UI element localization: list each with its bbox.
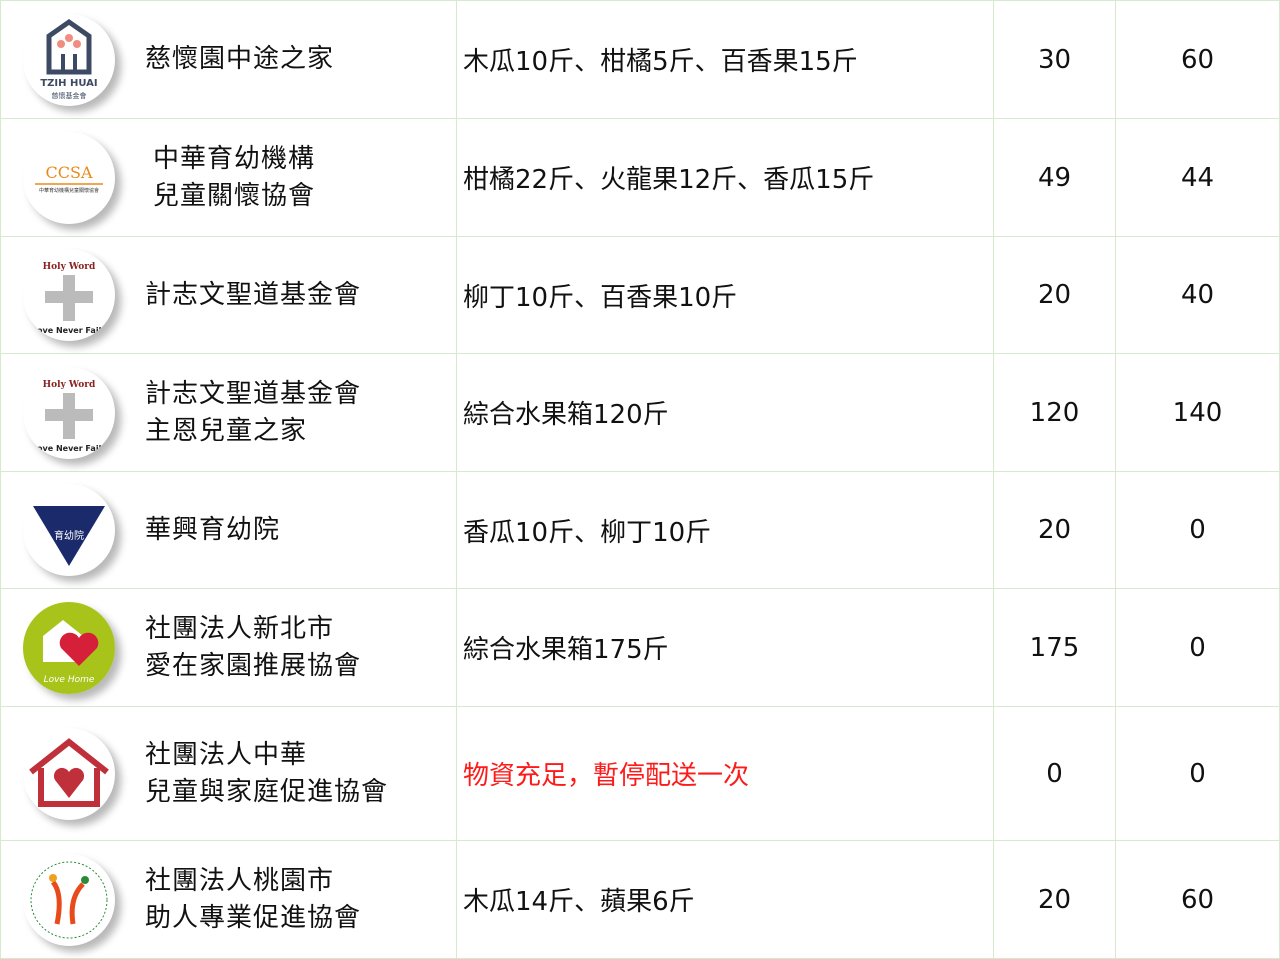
items-cell: 柳丁10斤、百香果10斤 — [456, 236, 994, 354]
quantity-cell-1: 30 — [993, 0, 1116, 119]
organization-cell: 育幼院 華興育幼院 — [0, 471, 457, 589]
quantity-cell-1: 20 — [993, 840, 1116, 959]
table-row: 社團法人桃園市助人專業促進協會 木瓜14斤、蘋果6斤 20 60 — [0, 840, 1280, 959]
hua-hsing-logo: 育幼院 — [23, 484, 115, 576]
table-row: 社團法人中華兒童與家庭促進協會 物資充足，暫停配送一次 0 0 — [0, 706, 1280, 841]
ccsa-logo: CCSA 中華育幼機構兒童關懷協會 — [23, 131, 115, 224]
svg-text:慈懷基金會: 慈懷基金會 — [52, 91, 87, 100]
quantity-cell-2: 60 — [1115, 0, 1280, 119]
organization-name: 社團法人中華兒童與家庭促進協會 — [145, 737, 388, 811]
quantity-cell-2: 0 — [1115, 706, 1280, 841]
house-heart-logo — [23, 727, 115, 820]
org-name-line: 計志文聖道基金會 — [145, 279, 362, 310]
items-cell: 物資充足，暫停配送一次 — [456, 706, 994, 841]
organization-name: 慈懷園中途之家 — [145, 41, 334, 78]
quantity-cell-2: 44 — [1115, 118, 1280, 237]
organization-cell: 社團法人中華兒童與家庭促進協會 — [0, 706, 457, 841]
organization-cell: 社團法人桃園市助人專業促進協會 — [0, 840, 457, 959]
quantity-cell-1: 20 — [993, 236, 1116, 354]
org-name-line: 兒童關懷協會 — [153, 180, 316, 211]
svg-text:Love Home: Love Home — [44, 675, 95, 685]
love-home-logo: Love Home — [23, 601, 115, 694]
organization-name: 社團法人桃園市助人專業促進協會 — [145, 863, 361, 937]
organization-name: 計志文聖道基金會主恩兒童之家 — [145, 376, 361, 450]
org-name-line: 社團法人中華 — [145, 739, 308, 770]
svg-text:育幼院: 育幼院 — [54, 529, 84, 542]
org-name-line: 華興育幼院 — [145, 514, 281, 545]
items-cell: 綜合水果箱120斤 — [456, 353, 994, 472]
helping-professions-logo — [23, 853, 115, 946]
organization-name: 華興育幼院 — [145, 512, 280, 549]
org-name-line: 愛在家園推展協會 — [145, 650, 362, 681]
items-cell: 木瓜10斤、柑橘5斤、百香果15斤 — [456, 0, 994, 119]
org-name-line: 社團法人桃園市 — [145, 865, 335, 896]
svg-text:CCSA: CCSA — [46, 163, 93, 182]
quantity-cell-2: 0 — [1115, 588, 1280, 707]
svg-text:TZIH HUAI: TZIH HUAI — [40, 78, 97, 89]
org-name-line: 主恩兒童之家 — [145, 415, 308, 446]
org-name-line: 中華育幼機構 — [153, 143, 316, 174]
quantity-cell-2: 0 — [1115, 471, 1280, 589]
items-cell: 香瓜10斤、柳丁10斤 — [456, 471, 994, 589]
svg-text:Holy Word: Holy Word — [43, 262, 96, 272]
organization-cell: TZIH HUAI 慈懷基金會 慈懷園中途之家 — [0, 0, 457, 119]
items-cell: 綜合水果箱175斤 — [456, 588, 994, 707]
svg-text:Love Never Fails: Love Never Fails — [32, 444, 106, 453]
org-name-line: 社團法人新北市 — [145, 613, 335, 644]
table-row: Love Home 社團法人新北市愛在家園推展協會 綜合水果箱175斤 175 0 — [0, 588, 1280, 707]
quantity-cell-2: 140 — [1115, 353, 1280, 472]
svg-text:中華育幼機構兒童關懷協會: 中華育幼機構兒童關懷協會 — [39, 187, 99, 194]
org-name-line: 計志文聖道基金會 — [145, 378, 362, 409]
org-name-line: 助人專業促進協會 — [145, 902, 362, 933]
svg-text:Holy Word: Holy Word — [43, 380, 96, 390]
quantity-cell-1: 120 — [993, 353, 1116, 472]
quantity-cell-2: 60 — [1115, 840, 1280, 959]
items-cell: 柑橘22斤、火龍果12斤、香瓜15斤 — [456, 118, 994, 237]
quantity-cell-1: 175 — [993, 588, 1116, 707]
organization-name: 計志文聖道基金會 — [145, 277, 361, 314]
organization-name: 社團法人新北市愛在家園推展協會 — [145, 611, 361, 685]
quantity-cell-1: 0 — [993, 706, 1116, 841]
items-cell: 木瓜14斤、蘋果6斤 — [456, 840, 994, 959]
quantity-cell-2: 40 — [1115, 236, 1280, 354]
org-name-line: 慈懷園中途之家 — [145, 44, 335, 74]
svg-text:Love Never Fails: Love Never Fails — [32, 326, 106, 335]
tzih-huai-logo: TZIH HUAI 慈懷基金會 — [23, 13, 115, 106]
org-name-line: 兒童與家庭促進協會 — [145, 776, 389, 807]
organization-name: 中華育幼機構兒童關懷協會 — [153, 141, 315, 215]
organization-cell: Love Home 社團法人新北市愛在家園推展協會 — [0, 588, 457, 707]
quantity-cell-1: 20 — [993, 471, 1116, 589]
quantity-cell-1: 49 — [993, 118, 1116, 237]
table-row: 育幼院 華興育幼院 香瓜10斤、柳丁10斤 20 0 — [0, 471, 1280, 589]
